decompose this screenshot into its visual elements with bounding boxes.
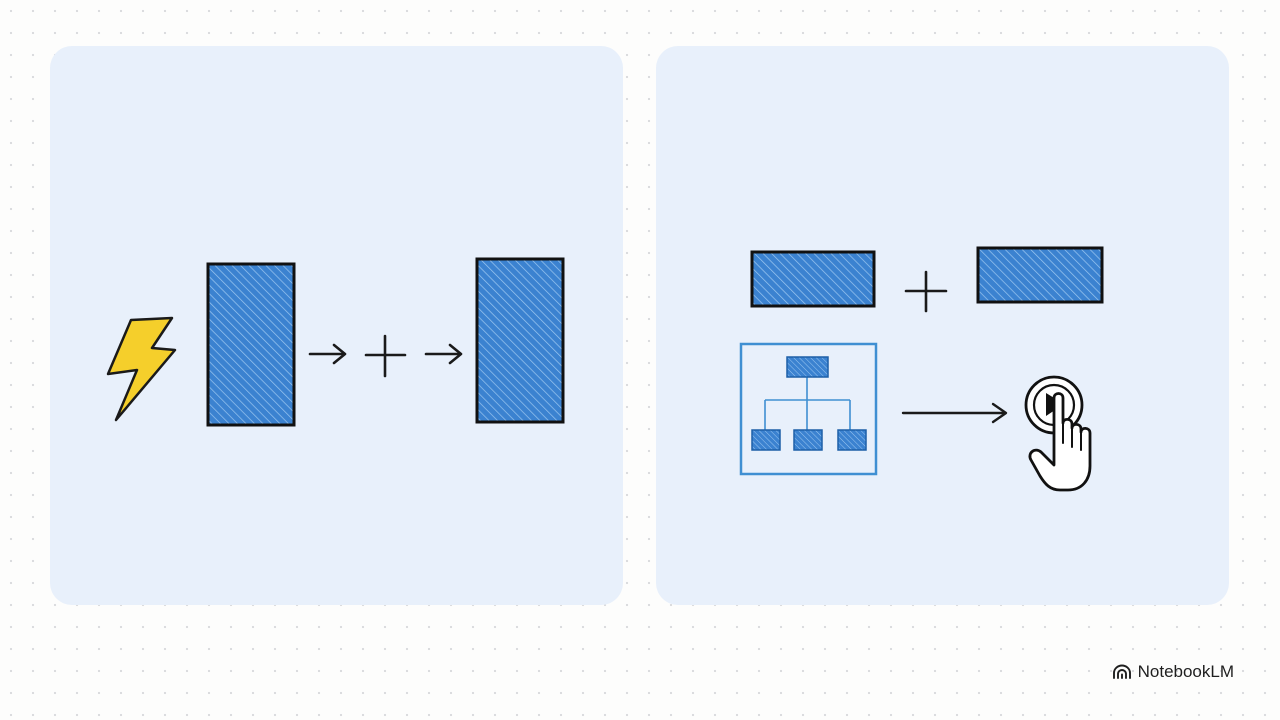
plus-icon bbox=[904, 270, 948, 313]
wide-block-left bbox=[750, 250, 876, 308]
brand-name: NotebookLM bbox=[1137, 662, 1234, 681]
notebooklm-logo-icon bbox=[1112, 664, 1131, 679]
tall-block-left bbox=[206, 262, 296, 427]
arrow-right-icon bbox=[424, 343, 463, 365]
tall-block-right bbox=[475, 257, 565, 424]
arrow-right-icon bbox=[308, 343, 347, 365]
pointer-hand-icon bbox=[1024, 375, 1092, 492]
arrow-right-icon bbox=[901, 402, 1008, 424]
right-panel bbox=[656, 46, 1229, 605]
plus-icon bbox=[364, 334, 407, 378]
wide-block-right bbox=[976, 246, 1104, 304]
brand-watermark: NotebookLM bbox=[1112, 662, 1234, 682]
org-chart-icon bbox=[739, 342, 878, 476]
lightning-bolt-icon bbox=[106, 316, 177, 422]
